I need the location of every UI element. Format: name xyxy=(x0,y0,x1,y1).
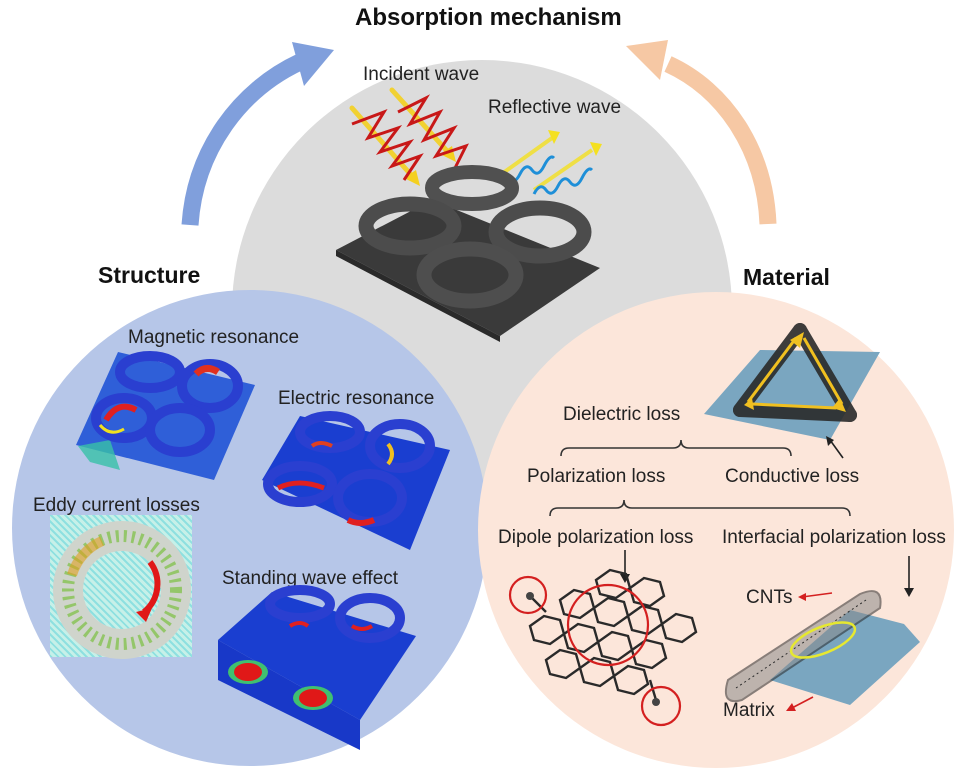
material-arrow-shaft xyxy=(664,56,777,225)
material-heading: Material xyxy=(743,264,830,290)
standing-wave-effect-label: Standing wave effect xyxy=(222,568,399,589)
ring-left xyxy=(358,196,462,256)
interface-highlight xyxy=(789,621,857,659)
magnetic-resonance-label: Magnetic resonance xyxy=(128,327,300,348)
eddy-current-losses-label: Eddy current losses xyxy=(33,495,200,516)
absorber-substrate xyxy=(336,200,600,336)
reflective-wave-label: Reflective wave xyxy=(488,97,622,118)
structure-heading: Structure xyxy=(98,262,201,288)
incident-wave-2 xyxy=(389,87,469,171)
material-arrow-head xyxy=(626,40,668,80)
polarization-loss-label: Polarization loss xyxy=(527,466,666,487)
ring-top xyxy=(425,165,519,211)
defect-circle-center xyxy=(566,583,650,667)
reflective-wave-2 xyxy=(532,142,602,195)
conductive-loss-label: Conductive loss xyxy=(725,466,860,487)
dielectric-loss-label: Dielectric loss xyxy=(563,404,681,425)
dipole-polarization-loss-label: Dipole polarization loss xyxy=(498,527,694,548)
incident-wave-1 xyxy=(349,105,424,186)
matrix-label: Matrix xyxy=(723,700,775,721)
defect-circle-bottom xyxy=(640,685,682,727)
structure-arrow-head xyxy=(292,42,334,86)
electric-resonance-label: Electric resonance xyxy=(278,388,435,409)
defect-circle-top-left xyxy=(508,575,548,615)
ring-bottom xyxy=(416,241,524,309)
incident-wave-label: Incident wave xyxy=(363,64,480,85)
page-title: Absorption mechanism xyxy=(355,4,622,31)
cnts-label: CNTs xyxy=(746,587,793,608)
interfacial-polarization-loss-label: Interfacial polarization loss xyxy=(722,527,946,548)
ring-right xyxy=(488,200,592,264)
material-circle xyxy=(478,292,954,768)
eddy-current-direction-arrow xyxy=(142,560,161,615)
structure-arrow-shaft xyxy=(181,54,304,226)
